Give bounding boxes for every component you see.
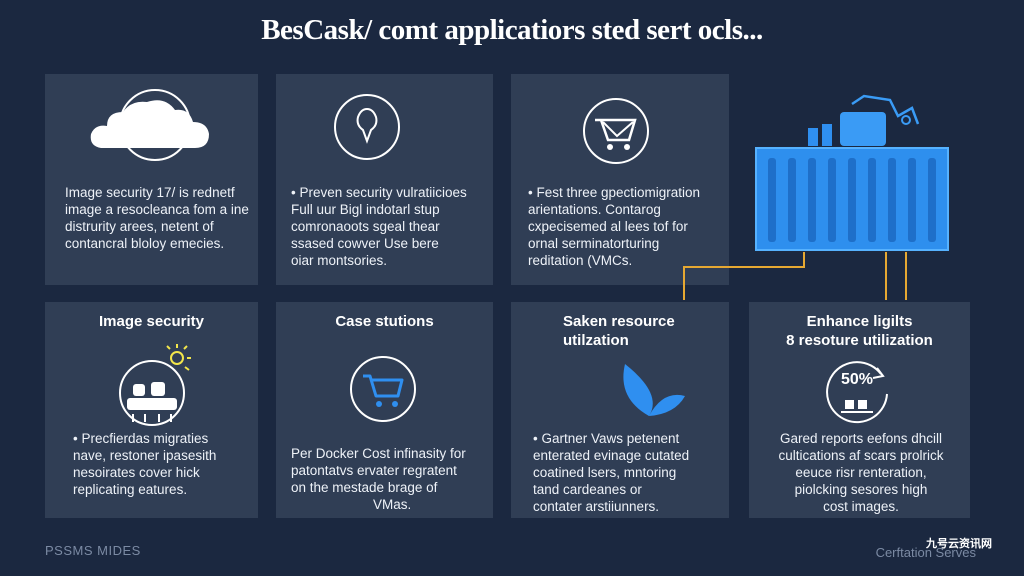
footer-left-label: PSSMS MIDES — [45, 543, 141, 558]
card-heading: 8 resoture utilization — [786, 332, 933, 349]
card-heading: Image security — [98, 313, 205, 330]
card-line: Full uur Bigl indotarl stup — [291, 202, 440, 217]
card-line: Image security 17/ is rednetf — [65, 185, 235, 200]
card-line: nesoirates cover hick — [73, 465, 200, 480]
gauge-badge: 50% — [841, 371, 874, 388]
container-illustration — [755, 94, 949, 251]
card-line: • Gartner Vaws petenent — [533, 431, 680, 446]
card-line: cost images. — [823, 499, 899, 514]
cart-icon — [583, 98, 649, 164]
card-heading: Case stutions — [335, 313, 434, 330]
watermark: 九号云资讯网 — [926, 538, 992, 550]
card-line: comronaoots sgeal thear — [291, 219, 440, 234]
card-line: eeuce risr renteration, — [795, 465, 927, 480]
card-top-2: • Preven security vulratiicioes Full uur… — [276, 74, 493, 285]
card-line: • Preven security vulratiicioes — [291, 185, 467, 200]
card-line: contater arstiiunners. — [533, 499, 660, 514]
card-top-1: Image security 17/ is rednetf image a re… — [45, 74, 258, 285]
card-line: distrurity arees, netent of — [65, 219, 214, 234]
card-line: cultications af scars prolrick — [778, 448, 944, 463]
card-line: on the mestade brage of — [291, 480, 438, 495]
card-line: cxpecisemed al lees tof for — [528, 219, 688, 234]
card-line: VMas. — [373, 497, 412, 512]
page-title: BesCask/ comt applicatiors sted sert ocl… — [261, 14, 763, 46]
card-line: Gared reports eefons dhcill — [779, 431, 943, 446]
card-line: replicating eatures. — [73, 482, 188, 497]
card-line: arientations. Contarog — [528, 202, 661, 217]
card-line: oiar montsories. — [291, 253, 388, 268]
card-line: ornal serminatorturing — [528, 236, 660, 251]
card-top-3: • Fest three gpectiomigration arientatio… — [511, 74, 729, 285]
connector-lines — [683, 252, 907, 300]
pin-icon — [334, 94, 400, 160]
card-line: patontatvs ervater regratent — [291, 463, 457, 478]
card-line: piolcking sesores high — [794, 482, 928, 497]
card-line: Per Docker Cost infinasity for — [291, 446, 466, 461]
gauge-icon — [826, 361, 888, 424]
card-line: • Fest three gpectiomigration — [528, 185, 701, 200]
card-bottom-3: Saken resource utilzation • Gartner Vaws… — [511, 302, 729, 518]
card-line: tand cardeanes or — [533, 482, 642, 497]
ship-icon — [119, 344, 191, 426]
card-heading: utilzation — [563, 332, 629, 349]
card-heading: Enhance ligilts — [806, 313, 913, 330]
card-line: • Precfierdas migraties — [73, 431, 209, 446]
card-line: coatined lsers, mntoring — [533, 465, 677, 480]
card-bottom-2: Case stutions Per Docker Cost infinasity… — [276, 302, 493, 518]
card-line: ssased cowver Use bere — [291, 236, 439, 251]
card-line: reditation (VMCs. — [528, 253, 633, 268]
card-line: image a resocleanca fom a ine — [65, 202, 249, 217]
card-bottom-1: Image security • Precfierdas migraties n… — [45, 302, 258, 518]
card-line: enterated evinage cutated — [533, 448, 690, 463]
cart-icon — [350, 356, 416, 422]
card-line: contancral bloloy emecies. — [65, 236, 225, 251]
footer-right-label: Cerftation Serves — [875, 545, 976, 560]
card-heading: Saken resource — [563, 313, 675, 330]
card-bottom-4: Enhance ligilts 8 resoture utilization 5… — [749, 302, 970, 518]
leaf-icon — [623, 364, 685, 416]
card-line: nave, restoner ipasesith — [73, 448, 217, 463]
cloud-icon — [90, 89, 209, 161]
